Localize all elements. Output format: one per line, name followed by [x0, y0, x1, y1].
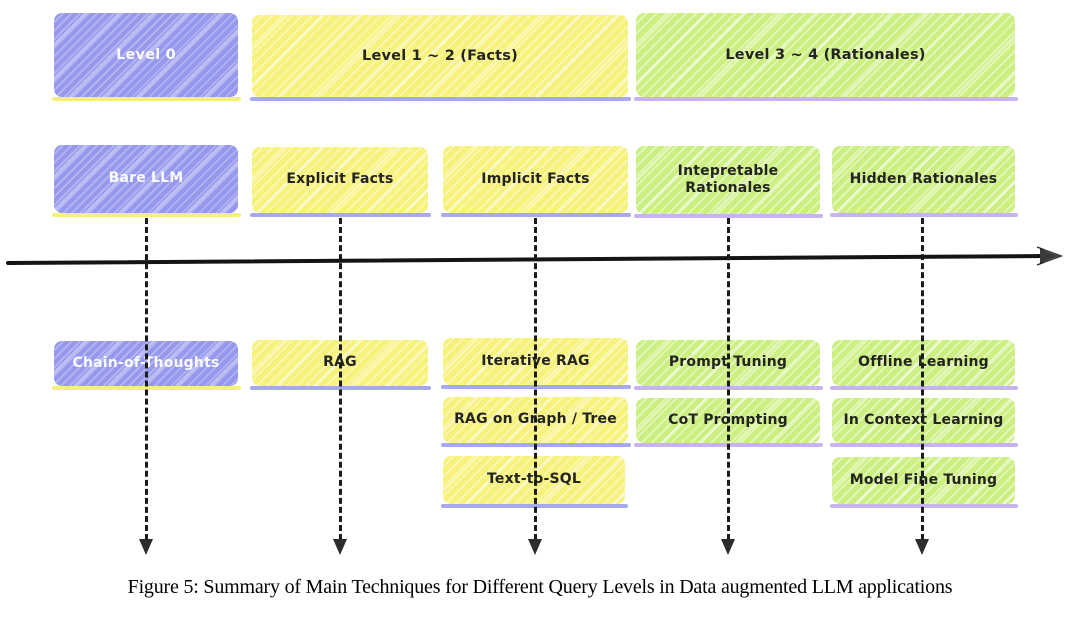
dashed-arrow-col5: [921, 218, 924, 540]
query-type-hidden-rationales: Hidden Rationales: [830, 146, 1018, 217]
dashed-arrow-col4: [727, 218, 730, 540]
axis-arrowhead-sketch2: [1043, 249, 1061, 263]
figure-caption: Figure 5: Summary of Main Techniques for…: [127, 576, 953, 598]
axis-line: [6, 254, 1048, 265]
down-arrowhead-icon: [528, 539, 542, 555]
level-band-1-2: Level 1 ~ 2 (Facts): [250, 15, 631, 101]
level-band-3-4: Level 3 ~ 4 (Rationales): [634, 13, 1018, 101]
query-type-explicit-facts: Explicit Facts: [250, 147, 431, 217]
down-arrowhead-icon: [915, 539, 929, 555]
query-type-bare-llm: Bare LLM: [52, 145, 241, 217]
down-arrowhead-icon: [333, 539, 347, 555]
dashed-arrow-col2: [339, 218, 342, 540]
down-arrowhead-icon: [139, 539, 153, 555]
query-type-intepretable-rationales: Intepretable Rationales: [634, 146, 823, 218]
dashed-arrow-col1: [145, 218, 148, 540]
down-arrowhead-icon: [721, 539, 735, 555]
level-band-0: Level 0: [52, 13, 241, 101]
query-type-implicit-facts: Implicit Facts: [441, 146, 631, 217]
dashed-arrow-col3: [534, 218, 537, 540]
axis-arrowhead-icon: [1040, 248, 1063, 264]
horizontal-axis: [6, 246, 1063, 266]
